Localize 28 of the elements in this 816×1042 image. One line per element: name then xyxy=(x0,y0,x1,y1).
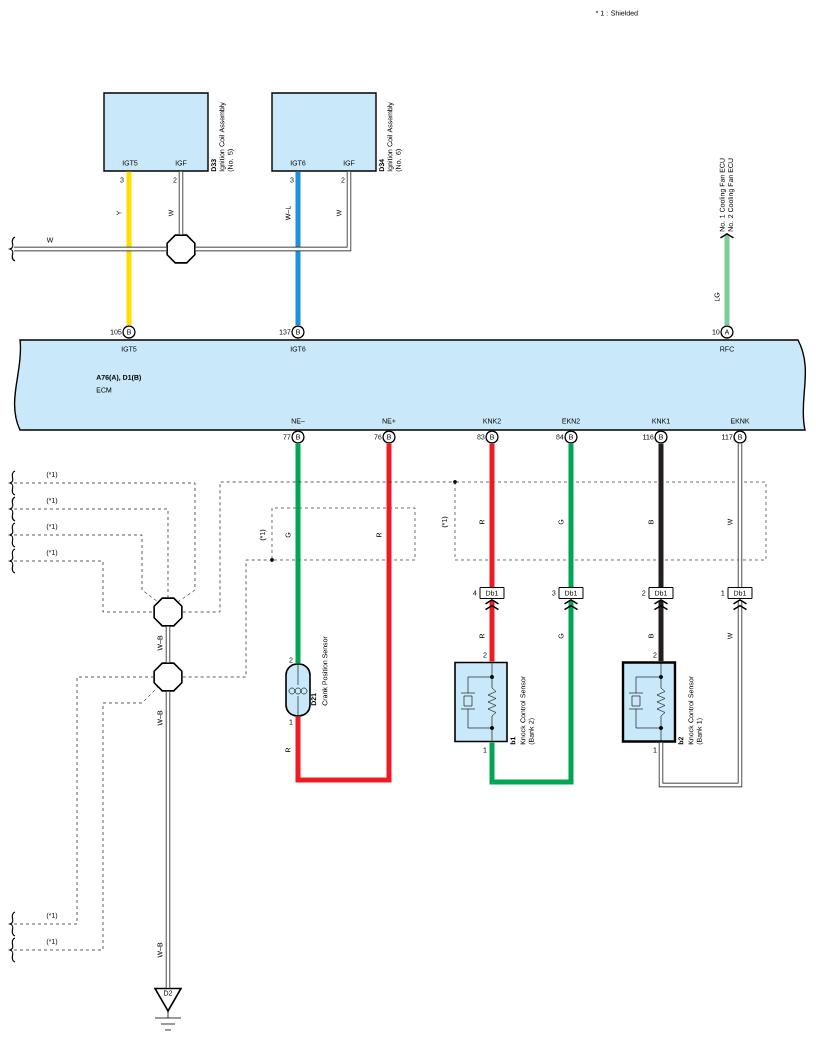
wire xyxy=(195,171,352,252)
wire xyxy=(484,599,500,662)
shield-wire xyxy=(13,508,169,598)
wire xyxy=(165,691,171,988)
wire xyxy=(165,626,171,663)
wire xyxy=(295,171,301,326)
splice-octagon xyxy=(153,662,183,692)
wire xyxy=(658,599,748,788)
wire xyxy=(178,171,184,235)
wire xyxy=(737,443,743,587)
wire xyxy=(719,233,735,326)
shield-wire xyxy=(13,560,154,613)
wire xyxy=(653,599,669,662)
wire xyxy=(568,443,574,587)
splice-octagon xyxy=(153,597,183,627)
wire xyxy=(14,246,167,252)
shield-wire xyxy=(13,676,154,925)
splice-octagon xyxy=(166,234,196,264)
wire xyxy=(489,443,495,587)
wire xyxy=(295,443,392,783)
shield-wire xyxy=(13,534,159,603)
shield-wire xyxy=(13,482,196,603)
wire xyxy=(489,599,579,785)
wire xyxy=(126,171,132,326)
wire xyxy=(295,443,301,664)
wire xyxy=(658,443,664,587)
shield-wire xyxy=(13,686,159,951)
shield-wire xyxy=(182,559,271,678)
